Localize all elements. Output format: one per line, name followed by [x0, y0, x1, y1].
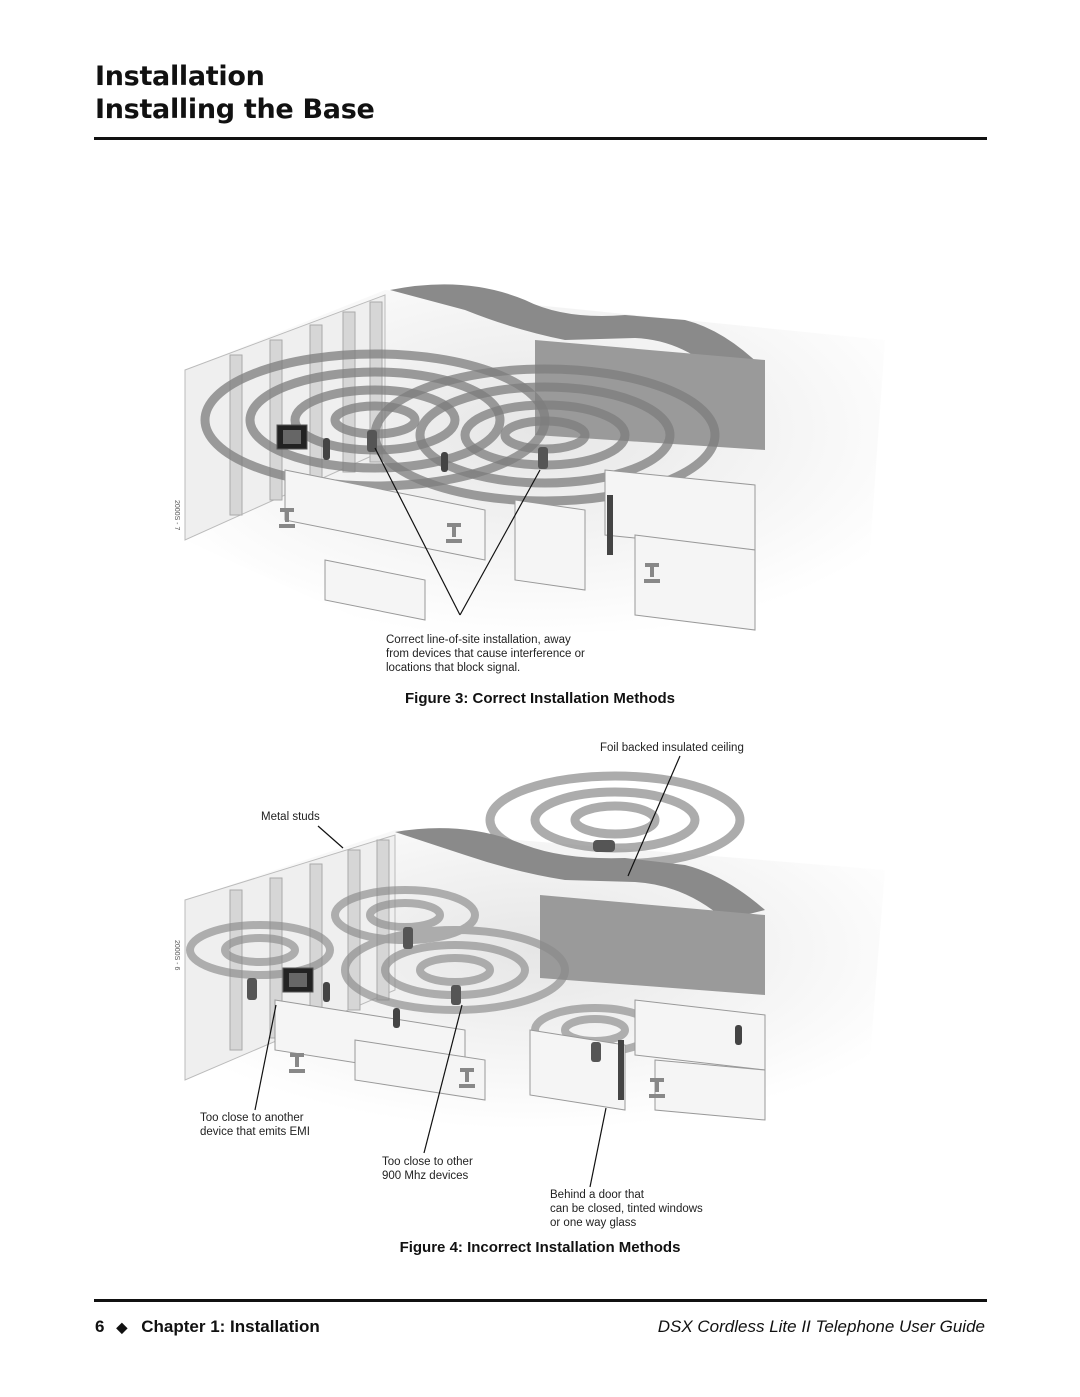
emi-callout-line-1: Too close to another — [200, 1112, 304, 1124]
page-title: Installing the Base — [95, 94, 375, 125]
figure-4-caption: Figure 4: Incorrect Installation Methods — [399, 1239, 681, 1256]
studs-callout: Metal studs — [261, 811, 320, 823]
page-number: 6 — [95, 1317, 105, 1336]
mhz-callout-line-1: Too close to other — [382, 1156, 473, 1168]
ceiling-callout: Foil backed insulated ceiling — [600, 742, 744, 754]
figure-3-callout-line-1: Correct line-of-site installation, away — [386, 634, 571, 646]
emi-callout-line-2: device that emits EMI — [200, 1126, 310, 1138]
diamond-icon: ◆ — [116, 1319, 128, 1335]
figure-3-illustration: 2000S - 7 — [165, 220, 885, 640]
door-callout-line-2: can be closed, tinted windows — [550, 1203, 703, 1215]
door-callout: Behind a door that can be closed, tinted… — [550, 1188, 703, 1230]
figure-3-caption: Figure 3: Correct Installation Methods — [404, 690, 676, 707]
door-callout-line-3: or one way glass — [550, 1217, 637, 1229]
chapter-label: Chapter 1: Installation — [141, 1317, 320, 1336]
page-header: Installation Installing the Base — [95, 60, 375, 126]
figure-4-id: 2000S - 6 — [173, 940, 180, 970]
figure-3-callout-line-2: from devices that cause interference or — [386, 648, 585, 660]
emi-callout: Too close to another device that emits E… — [200, 1111, 310, 1139]
figure-3-callout: Correct line-of-site installation, away … — [386, 633, 585, 675]
figure-3-id: 2000S - 7 — [173, 500, 180, 530]
guide-title: DSX Cordless Lite II Telephone User Guid… — [657, 1317, 985, 1336]
footer-rule — [94, 1299, 987, 1302]
door-callout-line-1: Behind a door that — [550, 1189, 644, 1201]
section-title: Installation — [95, 61, 265, 92]
figure-3-callout-line-3: locations that block signal. — [386, 662, 521, 674]
header-rule — [94, 137, 987, 140]
figure-4-illustration: 2000S - 6 — [165, 760, 885, 1130]
mhz-callout: Too close to other 900 Mhz devices — [382, 1155, 473, 1183]
footer-left: 6 ◆ Chapter 1: Installation — [95, 1317, 320, 1337]
mhz-callout-line-2: 900 Mhz devices — [382, 1170, 469, 1182]
